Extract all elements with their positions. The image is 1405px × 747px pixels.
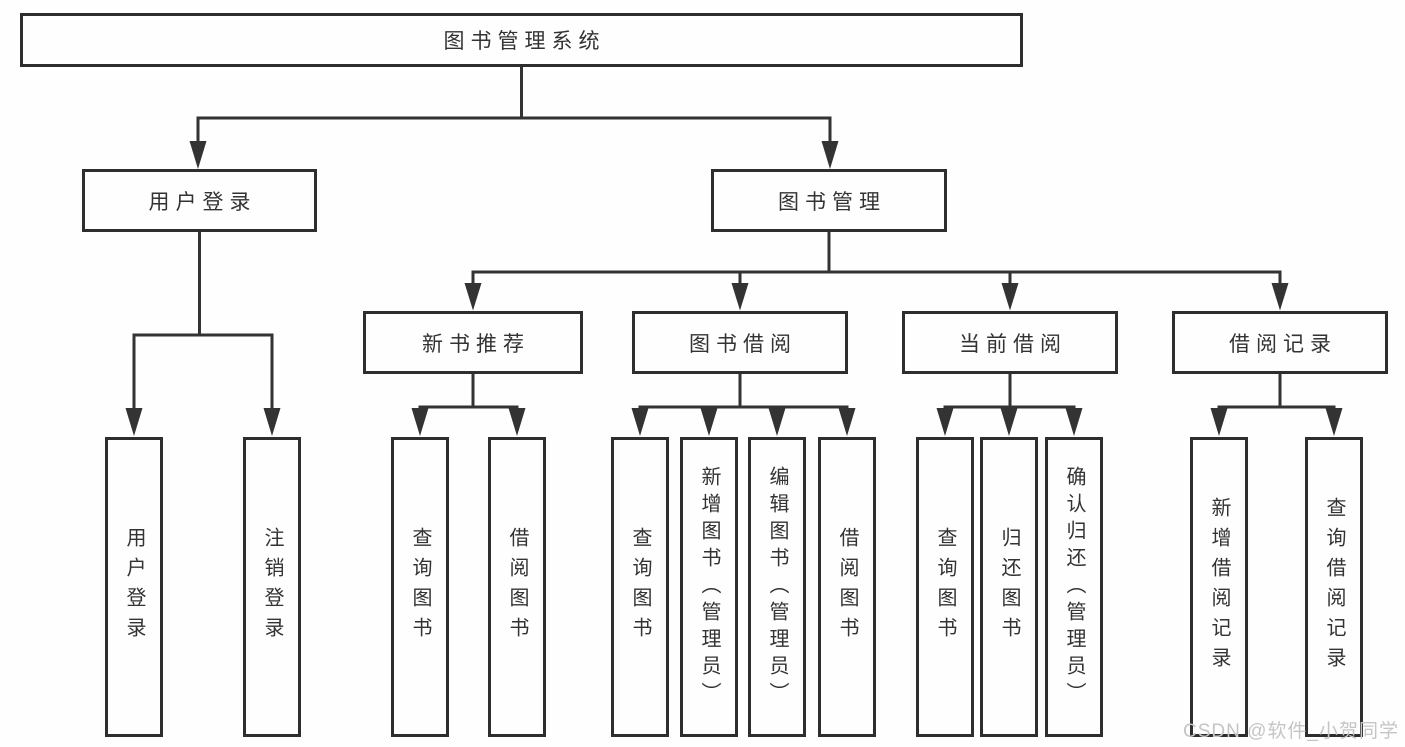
node-user-login-label: 用户登录	[148, 190, 257, 214]
leaf-edit-book-admin: 编辑图书（管理员）	[748, 437, 806, 737]
leaf-user-login: 用户登录	[105, 437, 163, 737]
node-library-system-label: 图书管理系统	[443, 30, 606, 53]
leaf-query-books-current: 查询图书	[916, 437, 974, 737]
node-new-book-recommend-label: 新书推荐	[422, 332, 530, 356]
node-new-book-recommend: 新书推荐	[363, 311, 583, 374]
leaf-add-book-admin: 新增图书（管理员）	[680, 437, 738, 737]
leaf-borrow-books-recommend-label: 借阅图书	[506, 527, 528, 647]
leaf-query-borrow-record: 查询借阅记录	[1305, 437, 1363, 737]
arrowheads	[125, 141, 1343, 436]
node-book-borrow-label: 图书借阅	[689, 332, 797, 356]
leaf-logout-login: 注销登录	[243, 437, 301, 737]
node-current-borrow-label: 当前借阅	[959, 332, 1067, 356]
node-current-borrow: 当前借阅	[902, 311, 1118, 374]
leaf-query-books-borrow: 查询图书	[611, 437, 669, 737]
node-book-management: 图书管理	[711, 169, 947, 232]
leaf-query-borrow-record-label: 查询借阅记录	[1323, 497, 1345, 677]
leaf-return-book-label: 归还图书	[998, 527, 1020, 647]
node-borrow-records: 借阅记录	[1172, 311, 1388, 374]
leaf-confirm-return-admin-label: 确认归还（管理员）	[1063, 465, 1085, 709]
leaf-user-login-label: 用户登录	[123, 527, 145, 647]
leaf-borrow-books-recommend: 借阅图书	[488, 437, 546, 737]
node-book-management-label: 图书管理	[778, 190, 886, 214]
node-user-login: 用户登录	[82, 169, 317, 232]
node-book-borrow: 图书借阅	[632, 311, 848, 374]
leaf-query-books-recommend-label: 查询图书	[409, 527, 431, 647]
node-borrow-records-label: 借阅记录	[1229, 332, 1337, 356]
leaf-add-borrow-record-label: 新增借阅记录	[1208, 497, 1230, 677]
leaf-logout-login-label: 注销登录	[261, 527, 283, 647]
leaf-query-books-borrow-label: 查询图书	[629, 527, 651, 647]
leaf-borrow-books-label: 借阅图书	[836, 527, 858, 647]
leaf-add-book-admin-label: 新增图书（管理员）	[698, 465, 720, 709]
leaf-borrow-books: 借阅图书	[818, 437, 876, 737]
leaf-return-book: 归还图书	[980, 437, 1038, 737]
csdn-watermark: CSDN @软件_小贺同学	[1183, 721, 1399, 742]
leaf-confirm-return-admin: 确认归还（管理员）	[1045, 437, 1103, 737]
leaf-add-borrow-record: 新增借阅记录	[1190, 437, 1248, 737]
leaf-query-books-recommend: 查询图书	[391, 437, 449, 737]
leaf-query-books-current-label: 查询图书	[934, 527, 956, 647]
node-library-system: 图书管理系统	[20, 13, 1023, 67]
leaf-edit-book-admin-label: 编辑图书（管理员）	[766, 465, 788, 709]
